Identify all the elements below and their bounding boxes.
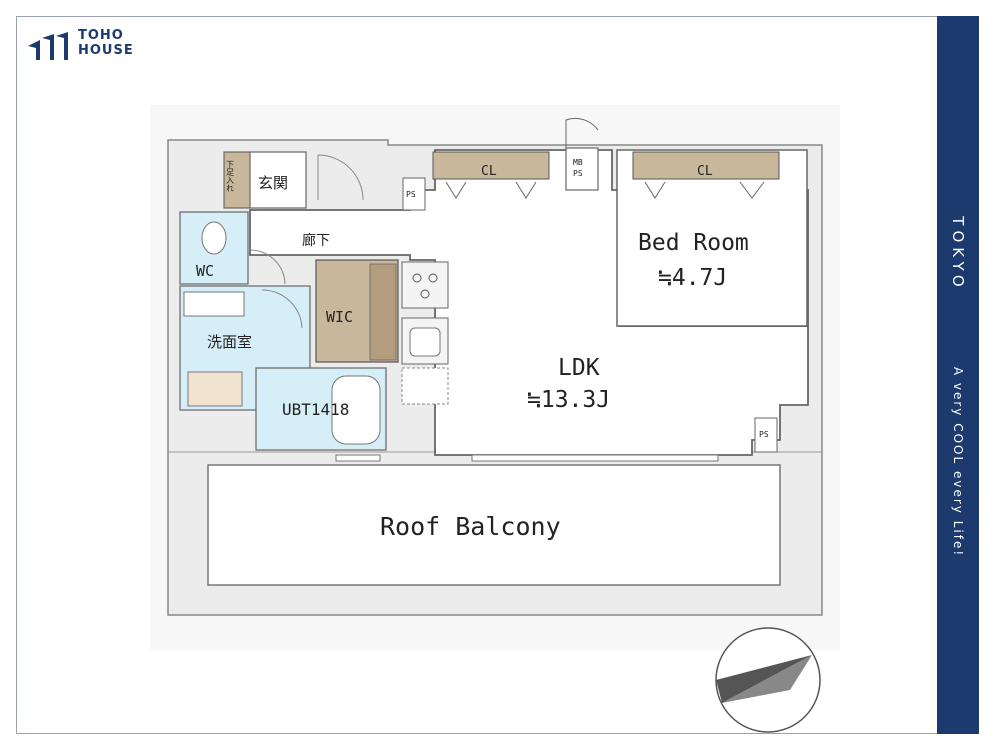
bathtub-icon bbox=[331, 375, 381, 445]
toilet-icon bbox=[201, 221, 227, 255]
toho-house-logo-icon bbox=[28, 32, 68, 60]
mb-door-swing bbox=[565, 117, 599, 148]
bath-window bbox=[335, 454, 381, 462]
corridor-label: 廊下 bbox=[302, 232, 330, 249]
genkan-room bbox=[249, 151, 307, 209]
ps-box-b bbox=[754, 417, 778, 453]
north-arrow-icon bbox=[715, 627, 821, 733]
washroom-door-swing bbox=[261, 289, 303, 329]
bedroom-size: ≒4.7J bbox=[658, 265, 727, 291]
mb-ps-box bbox=[565, 147, 599, 191]
entrance-door-swing bbox=[317, 154, 364, 201]
closet-left-doors bbox=[445, 181, 537, 199]
ps-label-a: PS bbox=[406, 190, 416, 199]
bedroom-name: Bed Room bbox=[638, 230, 749, 256]
logo-line-1: TOHO bbox=[78, 28, 124, 43]
ps-box-a bbox=[402, 177, 426, 211]
wc-label: WC bbox=[196, 262, 214, 280]
closet-left-label: CL bbox=[481, 164, 497, 179]
wic-label: WIC bbox=[326, 308, 353, 326]
ubt-label: UBT1418 bbox=[282, 400, 349, 419]
ldk-name: LDK bbox=[558, 355, 600, 381]
ldk-size: ≒13.3J bbox=[527, 387, 610, 413]
stove-icon bbox=[401, 261, 449, 309]
wash-basin-icon bbox=[183, 291, 245, 317]
logo-line-2: HOUSE bbox=[78, 43, 134, 58]
washing-machine-icon bbox=[187, 371, 243, 407]
genkan-label: 玄関 bbox=[258, 174, 288, 192]
shoe-storage bbox=[223, 151, 251, 209]
roof-balcony bbox=[207, 464, 781, 586]
ps-label-b: PS bbox=[759, 430, 769, 439]
brand-side-band bbox=[937, 16, 979, 734]
ldk-window bbox=[471, 454, 719, 462]
wc-door-swing bbox=[249, 249, 286, 285]
closet-right-label: CL bbox=[697, 164, 713, 179]
closet-left bbox=[432, 151, 550, 180]
wic-shelf bbox=[369, 263, 397, 361]
logo-text: TOHO HOUSE bbox=[78, 28, 134, 58]
washroom-label: 洗面室 bbox=[207, 333, 252, 351]
mb-label: MB bbox=[573, 158, 583, 167]
mb-ps-label: PS bbox=[573, 169, 583, 178]
shoe-storage-label: 下足入れ bbox=[226, 160, 235, 192]
closet-right-doors bbox=[644, 181, 765, 199]
closet-right bbox=[632, 151, 780, 180]
balcony-label: Roof Balcony bbox=[380, 512, 561, 541]
fridge-space bbox=[401, 367, 449, 405]
